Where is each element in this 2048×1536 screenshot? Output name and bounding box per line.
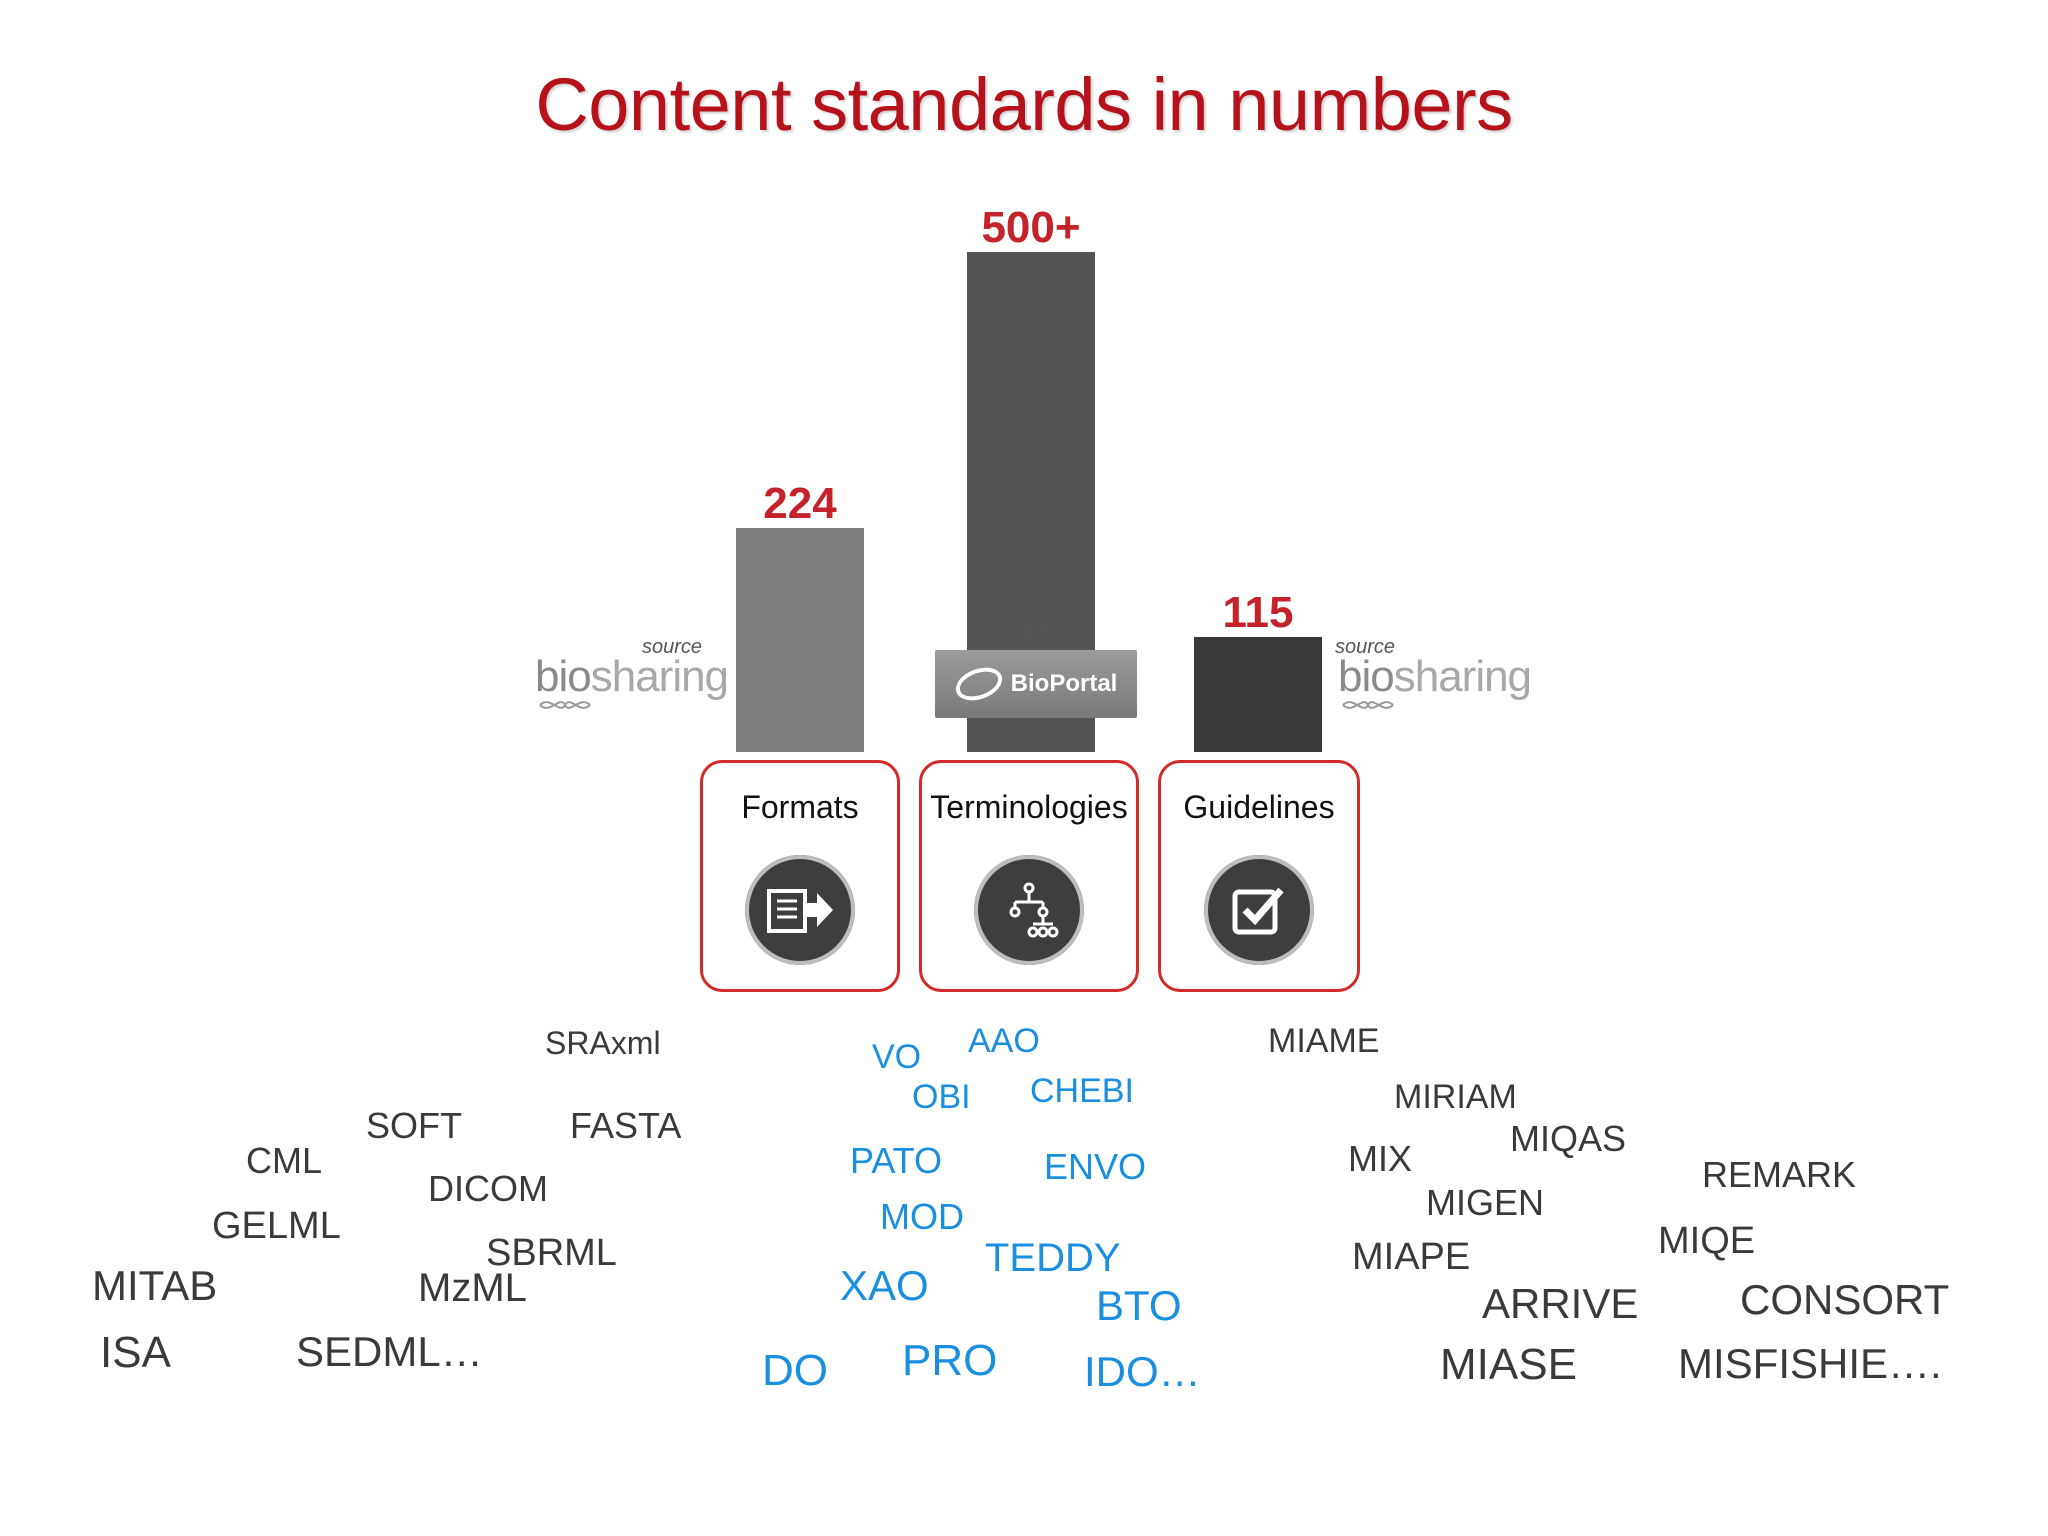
term-label: MIQAS [1510, 1118, 1627, 1159]
hierarchy-tree-icon [974, 855, 1084, 965]
term-label: MOD [880, 1196, 964, 1237]
source-label-right: source [1335, 636, 1396, 658]
term-label: DICOM [428, 1168, 548, 1209]
term-label: MIX [1348, 1138, 1413, 1179]
term-label: ISA [100, 1328, 171, 1377]
value-label-terminologies: 500+ [981, 203, 1080, 252]
biosharing-logo-right: biosharing [1338, 652, 1532, 709]
category-label-formats: Formats [741, 789, 859, 825]
term-label: CHEBI [1030, 1072, 1134, 1110]
category-label-terminologies: Terminologies [930, 789, 1128, 825]
bioportal-label: BioPortal [1010, 670, 1118, 697]
biosharing-logo-part-b: sharing [1393, 652, 1532, 701]
biosharing-logo-part-a: bio [535, 652, 592, 701]
term-label: XAO [840, 1262, 929, 1309]
term-label: CML [246, 1140, 323, 1181]
value-label-guidelines: 115 [1223, 588, 1294, 637]
bar-formats [736, 528, 864, 752]
page-title: Content standards in numbers [535, 63, 1513, 146]
term-label: MzML [418, 1266, 527, 1310]
category-box-guidelines: Guidelines [1158, 760, 1360, 992]
term-label: PRO [902, 1336, 998, 1385]
term-label: MIQE [1658, 1220, 1756, 1262]
term-label: REMARK [1702, 1154, 1857, 1195]
term-label: PATO [850, 1140, 943, 1181]
term-label: DO [762, 1346, 828, 1395]
term-label: AAO [968, 1022, 1040, 1060]
bioportal-logo: BioPortal [935, 650, 1137, 718]
term-label: ENVO [1044, 1146, 1147, 1187]
term-label: CONSORT [1740, 1276, 1950, 1323]
category-label-guidelines: Guidelines [1183, 789, 1335, 825]
infinity-icon [539, 701, 591, 709]
term-label: GELML [212, 1205, 341, 1247]
term-label: TEDDY [985, 1236, 1121, 1280]
bioportal-ring-icon [950, 661, 1007, 707]
checkbox-icon [1204, 855, 1314, 965]
term-label: MISFISHIE…. [1678, 1340, 1942, 1387]
category-box-formats: Formats [700, 760, 900, 992]
format-arrow-icon [745, 855, 855, 965]
infinity-icon [1342, 701, 1394, 709]
bar-guidelines [1194, 637, 1322, 752]
term-label: MIGEN [1426, 1182, 1545, 1223]
term-label: ARRIVE [1482, 1280, 1639, 1327]
biosharing-logo-left: biosharing [535, 652, 729, 709]
value-label-formats: 224 [763, 479, 837, 528]
term-label: MIAME [1268, 1022, 1380, 1060]
term-label: SRAxml [545, 1025, 661, 1061]
term-label: SOFT [366, 1105, 462, 1146]
term-label: MITAB [92, 1262, 218, 1309]
source-label-left: source [642, 636, 703, 658]
term-label: MIASE [1440, 1340, 1577, 1389]
category-box-terminologies: Terminologies [919, 760, 1139, 992]
term-label: MIAPE [1352, 1236, 1471, 1278]
biosharing-logo-part-a: bio [1338, 652, 1395, 701]
term-label: FASTA [570, 1105, 682, 1146]
source-label-middle: source [996, 620, 1057, 642]
term-label: OBI [912, 1078, 971, 1116]
term-label: SBRML [486, 1232, 617, 1274]
term-label: VO [872, 1038, 922, 1076]
term-label: MIRIAM [1394, 1078, 1517, 1116]
term-label: IDO… [1084, 1348, 1201, 1395]
term-label: SEDML… [296, 1328, 483, 1375]
biosharing-logo-part-b: sharing [590, 652, 729, 701]
term-label: BTO [1096, 1282, 1182, 1329]
